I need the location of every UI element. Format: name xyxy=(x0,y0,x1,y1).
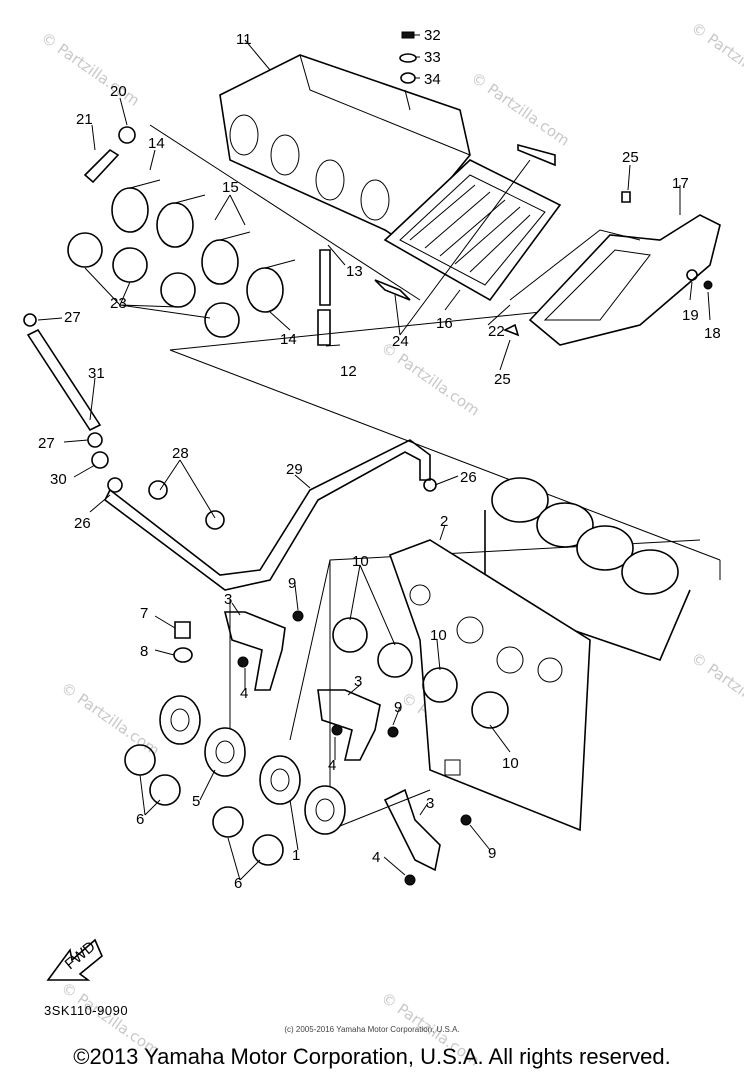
callout-1: 1 xyxy=(292,847,300,864)
callout-25b: 25 xyxy=(494,371,511,388)
callout-28: 28 xyxy=(172,445,189,462)
callout-23: 23 xyxy=(110,295,127,312)
callout-3b: 3 xyxy=(354,673,362,690)
fasteners-32-34 xyxy=(399,31,417,84)
breather-hose-21 xyxy=(83,148,120,184)
washer-19 xyxy=(686,269,698,281)
seal-strip xyxy=(509,229,641,301)
cap-8 xyxy=(173,647,193,663)
callout-26b: 26 xyxy=(460,469,477,486)
carb-joints xyxy=(159,695,346,835)
callout-9a: 9 xyxy=(288,575,296,592)
callout-labels: 11 32 33 34 20 21 14 15 27 23 14 13 12 2… xyxy=(38,27,721,892)
callout-15: 15 xyxy=(222,179,239,196)
callout-4b: 4 xyxy=(328,757,336,774)
callout-3c: 3 xyxy=(426,795,434,812)
callout-6a: 6 xyxy=(136,811,144,828)
callout-24: 24 xyxy=(392,333,409,350)
callout-13: 13 xyxy=(346,263,363,280)
watermark: © Partzilla.com xyxy=(688,649,744,730)
callout-12: 12 xyxy=(340,363,357,380)
breather-hoses xyxy=(23,313,437,591)
callout-14b: 14 xyxy=(280,331,297,348)
callout-34: 34 xyxy=(424,71,441,88)
bracket-24 xyxy=(374,279,411,301)
callout-3a: 3 xyxy=(224,591,232,608)
intake-joints xyxy=(111,179,296,313)
callout-10c: 10 xyxy=(502,755,519,772)
callout-6b: 6 xyxy=(234,875,242,892)
air-filter-case xyxy=(219,54,471,242)
watermark: © Partzilla.com xyxy=(468,69,573,150)
callout-21: 21 xyxy=(76,111,93,128)
callout-8: 8 xyxy=(140,643,148,660)
o-rings-6 xyxy=(124,744,284,866)
plate-2 xyxy=(388,539,591,832)
air-filter-element xyxy=(383,159,562,302)
watermark: © Partzilla.com xyxy=(688,19,744,100)
callout-4c: 4 xyxy=(372,849,380,866)
callout-5: 5 xyxy=(192,793,200,810)
callout-30: 30 xyxy=(50,471,67,488)
cap-7 xyxy=(174,621,191,639)
callout-25a: 25 xyxy=(622,149,639,166)
callout-16: 16 xyxy=(436,315,453,332)
callout-10b: 10 xyxy=(430,627,447,644)
bolt-20 xyxy=(118,126,136,144)
callout-9c: 9 xyxy=(488,845,496,862)
hose-12 xyxy=(317,309,331,346)
callout-29: 29 xyxy=(286,461,303,478)
callout-31: 31 xyxy=(88,365,105,382)
nut-25-upper xyxy=(621,191,631,203)
callout-2: 2 xyxy=(440,513,448,530)
callout-11: 11 xyxy=(236,31,252,48)
hose-13 xyxy=(319,249,331,306)
diagram-code: 3SK110-9090 xyxy=(44,1003,129,1018)
callout-10a: 10 xyxy=(352,553,369,570)
carburetor-assembly xyxy=(484,477,691,661)
callout-7: 7 xyxy=(140,605,148,622)
callout-22: 22 xyxy=(488,323,505,340)
callout-14a: 14 xyxy=(148,135,165,152)
screw-18 xyxy=(703,280,713,290)
callout-20: 20 xyxy=(110,83,127,100)
forward-arrow: FWD xyxy=(46,938,103,981)
bracket-24b xyxy=(517,143,556,167)
callout-26a: 26 xyxy=(74,515,91,532)
callout-33: 33 xyxy=(424,49,441,66)
callout-4a: 4 xyxy=(240,685,248,702)
brackets-3 xyxy=(223,610,472,886)
callout-18: 18 xyxy=(704,325,721,342)
small-copyright: (c) 2005-2016 Yamaha Motor Corporation, … xyxy=(284,1025,460,1034)
callout-27b: 27 xyxy=(38,435,55,452)
callout-32: 32 xyxy=(424,27,441,44)
nut-25-lower xyxy=(503,323,520,337)
callout-17: 17 xyxy=(672,175,689,192)
callout-9b: 9 xyxy=(394,699,402,716)
callout-27a: 27 xyxy=(64,309,81,326)
watermark: © Partzilla.com xyxy=(38,29,143,110)
copyright-notice: ©2013 Yamaha Motor Corporation, U.S.A. A… xyxy=(73,1044,671,1069)
callout-19: 19 xyxy=(682,307,699,324)
leader-lines xyxy=(37,34,711,881)
watermark: © Partzilla.com xyxy=(378,339,483,420)
